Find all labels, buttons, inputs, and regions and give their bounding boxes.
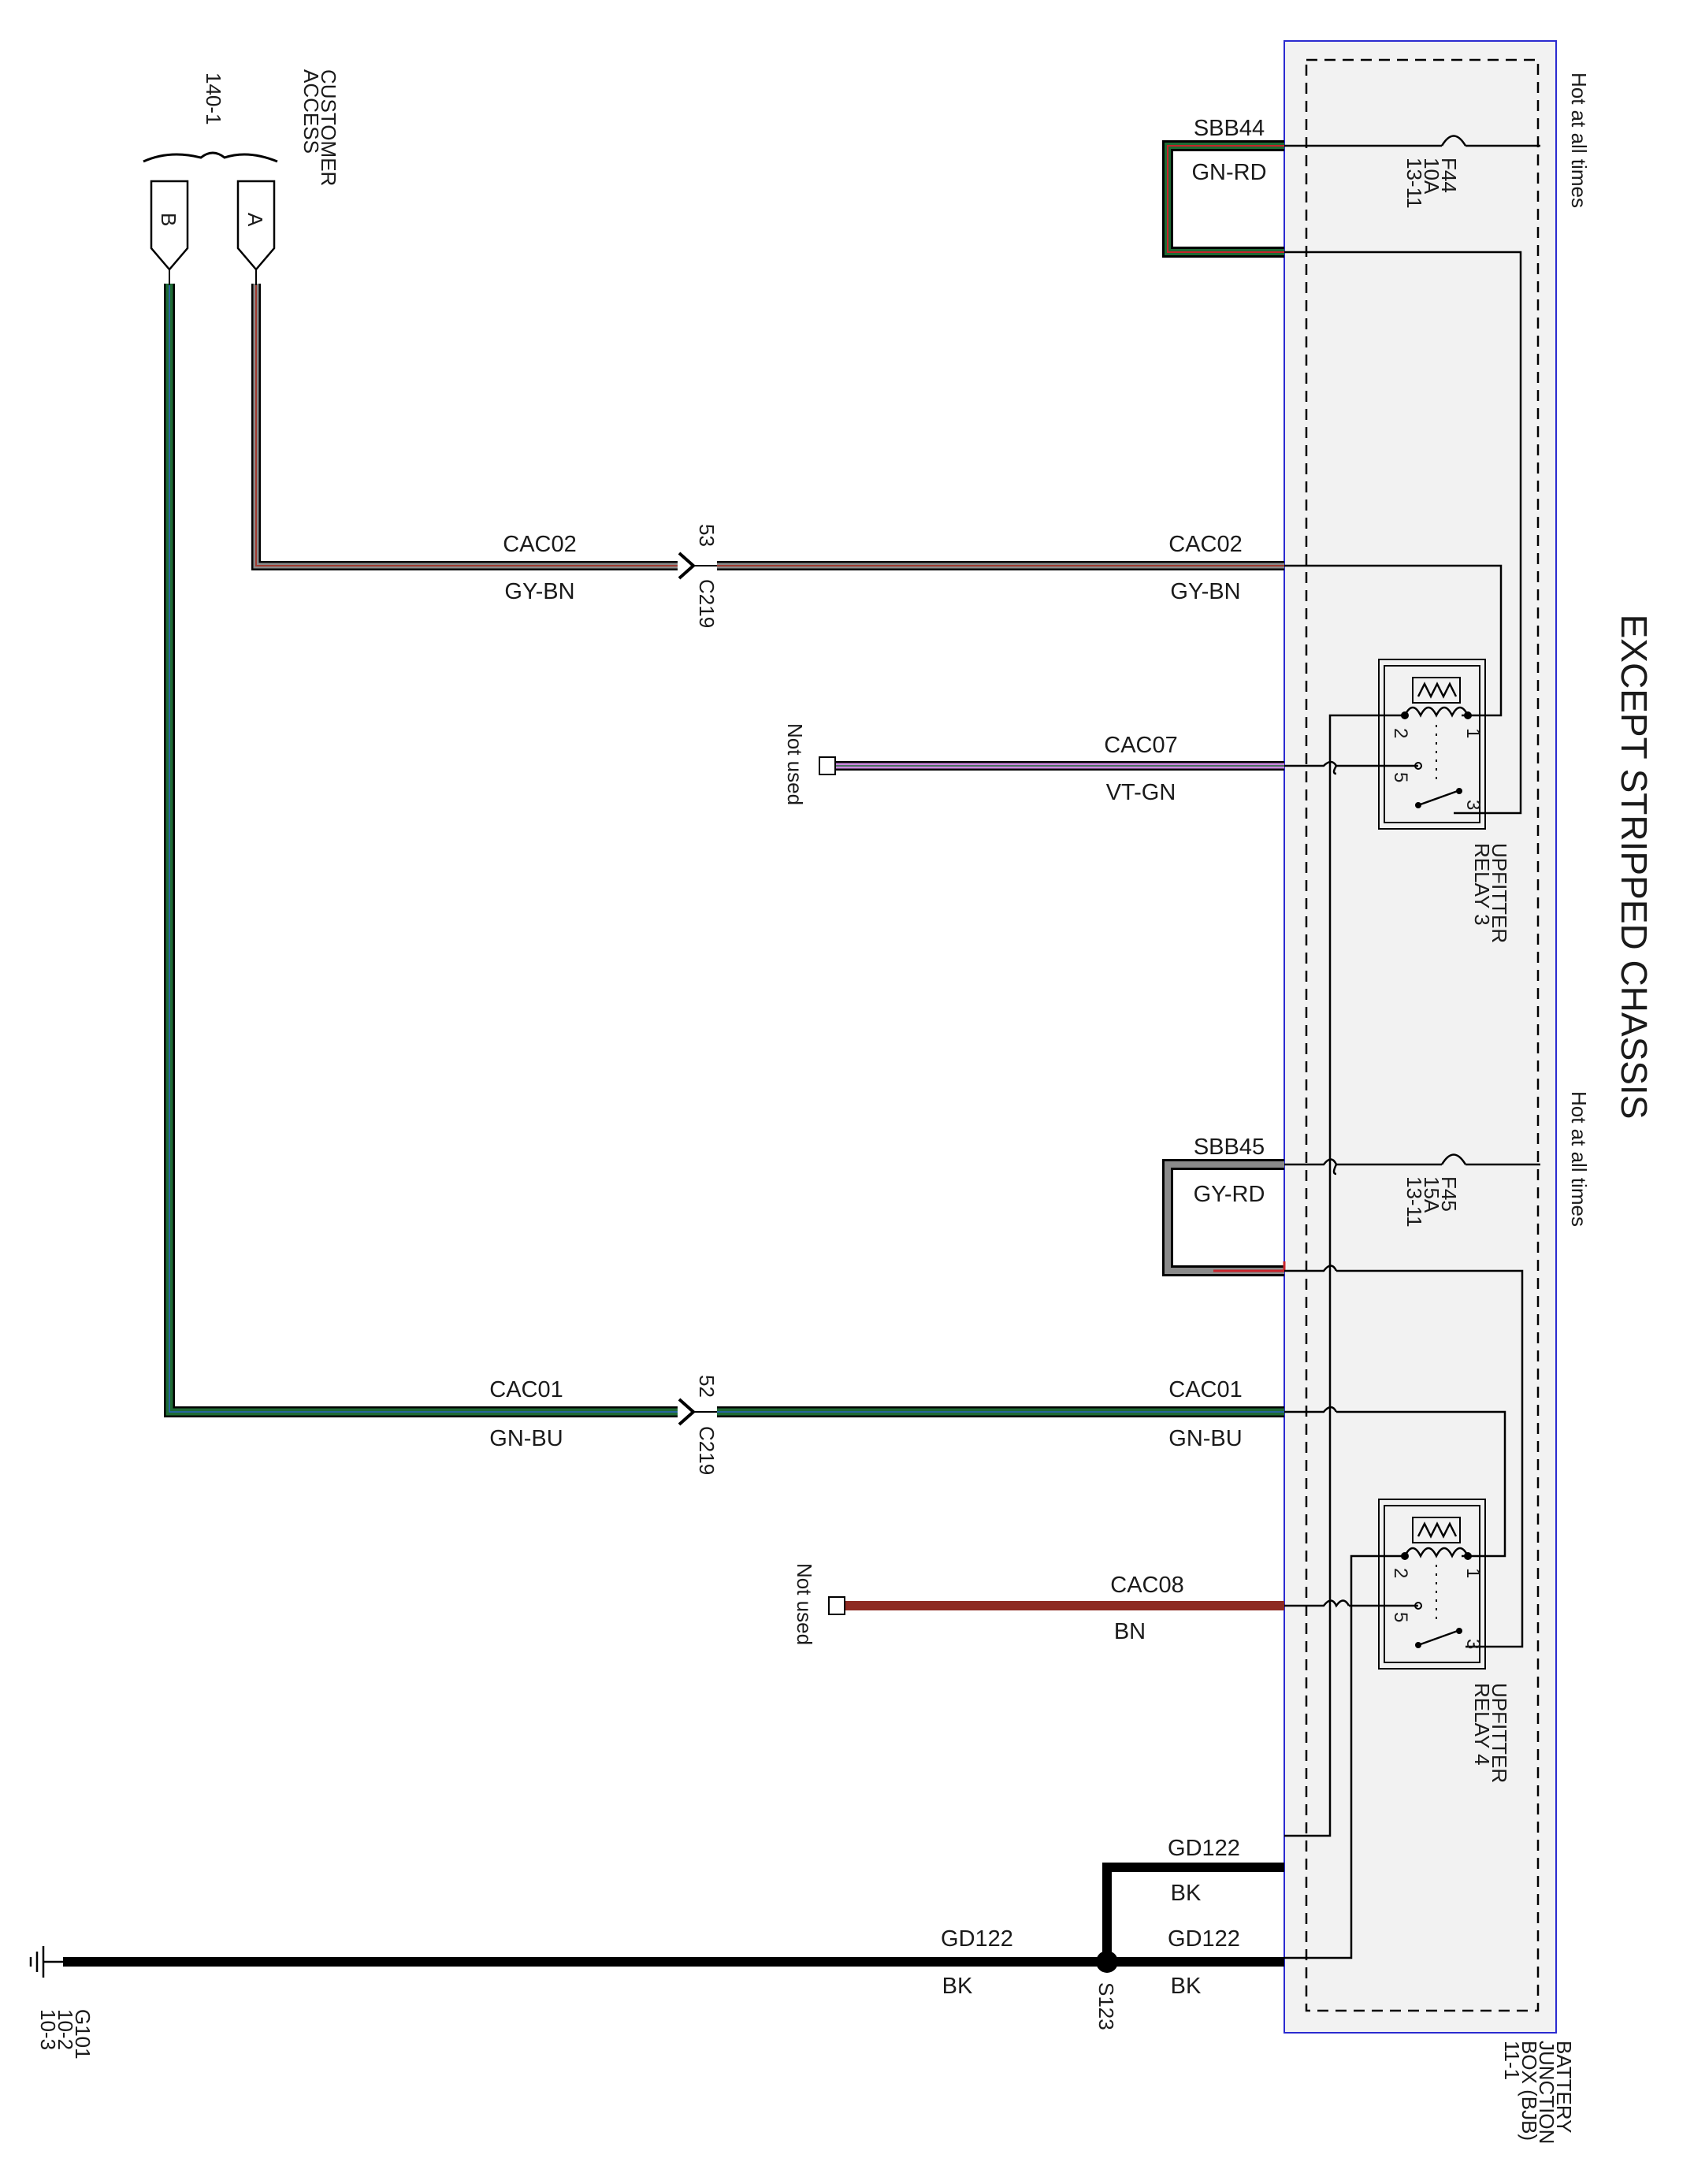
bjb-label: BATTERY JUNCTION BOX (BJB) 11-1 bbox=[1500, 2041, 1576, 2150]
c219-label-52: C219 bbox=[695, 1426, 719, 1475]
upfitter-relay-4 bbox=[1378, 1499, 1486, 1670]
c219-connector-pin-53 bbox=[678, 552, 717, 580]
wire-sbb45 bbox=[1162, 1159, 1286, 1276]
hot-at-all-times-2: Hot at all times bbox=[1567, 1091, 1591, 1227]
relay4-coil-wire bbox=[1284, 1406, 1506, 1558]
wire-cac01-left bbox=[164, 284, 678, 1417]
cac08-internal bbox=[1284, 1599, 1418, 1608]
customer-access-label: CUSTOMER ACCESS bbox=[299, 69, 340, 192]
relay3-label: UPFITTER RELAY 3 bbox=[1470, 843, 1511, 949]
relay4-pin-5: 5 bbox=[1390, 1612, 1411, 1622]
wire-gd122 bbox=[63, 1863, 1284, 1967]
cac07-terminal bbox=[819, 756, 836, 775]
wire-cac01-right-circuit: CAC01 bbox=[1168, 1377, 1243, 1402]
ground-g101-label: G101 10-2 10-3 bbox=[36, 2009, 95, 2065]
fuse-f45 bbox=[1284, 1153, 1540, 1176]
relay3-pin-5: 5 bbox=[1390, 772, 1411, 782]
ground-symbol-g101 bbox=[29, 1946, 63, 1978]
relay4-pin-3: 3 bbox=[1462, 1639, 1484, 1649]
wire-gd122-upper-circuit: GD122 bbox=[1168, 1836, 1240, 1861]
customer-access-pin-b: B bbox=[157, 213, 180, 226]
wire-cac07-circuit: CAC07 bbox=[1104, 733, 1178, 758]
relay4-ground-wire bbox=[1284, 1554, 1405, 1959]
not-used-2: Not used bbox=[793, 1563, 816, 1645]
wire-cac08-circuit: CAC08 bbox=[1110, 1573, 1184, 1598]
c219-label-53: C219 bbox=[695, 579, 719, 628]
wire-sbb45-circuit: SBB45 bbox=[1194, 1135, 1265, 1160]
relay3-feed-wire bbox=[1284, 251, 1522, 815]
c219-connector-pin-52 bbox=[678, 1398, 717, 1426]
fuse-f44 bbox=[1284, 135, 1540, 147]
relay4-feed-wire bbox=[1284, 1265, 1524, 1648]
relay4-label: UPFITTER RELAY 4 bbox=[1470, 1683, 1511, 1788]
wire-cac08-color: BN bbox=[1114, 1619, 1146, 1644]
relay4-pin-2: 2 bbox=[1390, 1568, 1411, 1578]
splice-s123-label: S123 bbox=[1094, 1982, 1118, 2030]
cac07-internal bbox=[1284, 760, 1418, 775]
customer-access-pin-a: A bbox=[243, 213, 267, 227]
wire-cac02-left-circuit: CAC02 bbox=[503, 532, 577, 557]
wire-gd122-upper-color: BK bbox=[1171, 1881, 1202, 1906]
wire-cac01-right-color: GN-BU bbox=[1168, 1426, 1242, 1451]
relay3-coil-wire bbox=[1284, 564, 1503, 717]
fuse-f45-label: F45 15A 13-11 bbox=[1402, 1176, 1461, 1228]
fuse-f44-label: F44 10A 13-11 bbox=[1402, 158, 1461, 209]
wire-cac02-right-circuit: CAC02 bbox=[1168, 532, 1243, 557]
c219-pin-52: 52 bbox=[695, 1375, 719, 1398]
wire-gd122-left-color: BK bbox=[942, 1974, 973, 1999]
relay3-pin-1: 1 bbox=[1462, 728, 1484, 738]
page-title: EXCEPT STRIPPED CHASSIS bbox=[1614, 615, 1655, 1120]
relay3-pin-3: 3 bbox=[1462, 800, 1484, 810]
relay3-pin-2: 2 bbox=[1390, 728, 1411, 738]
c219-pin-53: 53 bbox=[695, 524, 719, 547]
wire-cac02-left-color: GY-BN bbox=[504, 579, 574, 604]
wire-gd122-lower-circuit: GD122 bbox=[1168, 1926, 1240, 1952]
wire-cac01-left-color: GN-BU bbox=[489, 1426, 563, 1451]
customer-access-connector bbox=[143, 151, 278, 285]
splice-s123 bbox=[1096, 1951, 1118, 1973]
wire-cac02-left bbox=[251, 284, 678, 570]
wire-cac02-right-color: GY-BN bbox=[1170, 579, 1240, 604]
wire-cac01-left-circuit: CAC01 bbox=[489, 1377, 563, 1402]
battery-junction-box bbox=[1284, 40, 1557, 2034]
wire-gd122-left-circuit: GD122 bbox=[941, 1926, 1013, 1952]
customer-access-ref: 140-1 bbox=[202, 72, 225, 125]
wire-sbb45-color: GY-RD bbox=[1194, 1182, 1265, 1207]
cac08-terminal bbox=[828, 1596, 845, 1615]
hot-at-all-times-1: Hot at all times bbox=[1567, 72, 1591, 208]
relay4-pin-1: 1 bbox=[1462, 1568, 1484, 1578]
wire-gd122-lower-color: BK bbox=[1171, 1974, 1202, 1999]
wire-cac07-color: VT-GN bbox=[1106, 780, 1176, 805]
wire-sbb44-circuit: SBB44 bbox=[1194, 116, 1265, 141]
wire-sbb44 bbox=[1162, 140, 1284, 258]
relay3-ground-wire bbox=[1284, 714, 1405, 1837]
upfitter-relay-3 bbox=[1378, 659, 1486, 830]
not-used-1: Not used bbox=[783, 723, 807, 805]
wire-sbb44-color: GN-RD bbox=[1191, 160, 1266, 185]
